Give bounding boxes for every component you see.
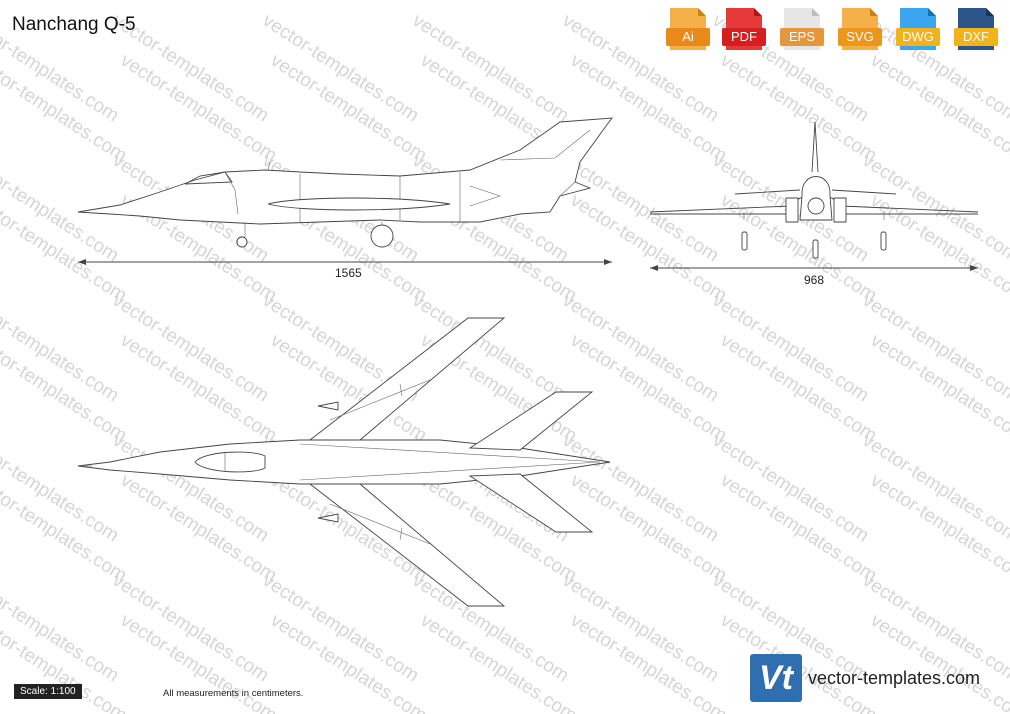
- pdf-file-icon[interactable]: PDF: [722, 6, 766, 52]
- dxf-file-icon[interactable]: DXF: [954, 6, 998, 52]
- page-title: Nanchang Q-5: [12, 14, 136, 35]
- svg-file-icon[interactable]: SVG: [838, 6, 882, 52]
- format-label: SVG: [838, 28, 882, 46]
- front-view: [649, 121, 979, 259]
- scale-badge: Scale: 1:100: [14, 684, 82, 699]
- format-label: DWG: [896, 28, 940, 46]
- format-label: DXF: [954, 28, 998, 46]
- top-view: [77, 317, 611, 607]
- span-label: 968: [804, 273, 825, 287]
- ai-file-icon[interactable]: Ai: [666, 6, 710, 52]
- measurement-note: All measurements in centimeters.: [163, 688, 304, 699]
- length-dimension-line: [78, 259, 612, 265]
- format-label: EPS: [780, 28, 824, 46]
- format-label: Ai: [666, 28, 710, 46]
- side-view: [77, 117, 613, 248]
- brand-name: vector-templates.com: [808, 668, 981, 688]
- dwg-file-icon[interactable]: DWG: [896, 6, 940, 52]
- format-label: PDF: [722, 28, 766, 46]
- length-label: 1565: [335, 266, 362, 280]
- span-dimension-line: [650, 265, 978, 271]
- eps-file-icon[interactable]: EPS: [780, 6, 824, 52]
- brand-logo: Vt: [750, 654, 802, 702]
